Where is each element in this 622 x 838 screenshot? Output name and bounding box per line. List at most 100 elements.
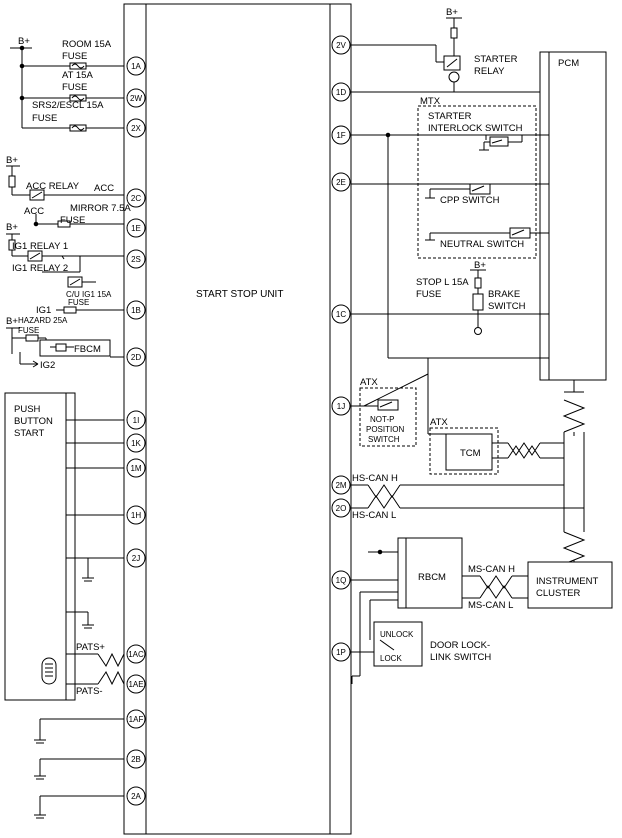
bplus-label-2: B+ (6, 155, 18, 166)
left-pin-circle-2a (126, 786, 146, 806)
right-pin-circle-2v (331, 35, 351, 55)
stop-fuse-word: FUSE (416, 289, 441, 300)
left-pin-label-1e: 1E (131, 224, 141, 233)
pcm-box (539, 51, 607, 381)
right-pin-circle-1c (331, 304, 351, 324)
acc-relay-label: ACC RELAY (26, 181, 80, 192)
left-pin-circle-2c (126, 188, 146, 208)
left-pin-label-2j: 2J (132, 554, 140, 563)
starter-relay-label-2: RELAY (474, 66, 505, 77)
bplus-label-4: B+ (6, 316, 18, 327)
not-p-switch-symbol (377, 399, 399, 411)
instrument-cluster-label-1: INSTRUMENT (536, 576, 598, 587)
left-pin-label-1k: 1K (131, 439, 141, 448)
left-pin-label-1i: 1I (133, 416, 140, 425)
acc-label: ACC (24, 206, 44, 217)
left-pin-circle-2x (126, 118, 146, 138)
atx-tcm-area (429, 427, 499, 475)
door-lock-label-1: DOOR LOCK- (430, 640, 490, 651)
left-pin-circle-1m (126, 458, 146, 478)
room-fuse-word: FUSE (62, 51, 87, 62)
door-lock-switch-box (373, 621, 423, 667)
instrument-cluster-box (527, 561, 613, 609)
mirror-fuse-label: MIRROR 7.5A (70, 203, 131, 214)
right-pin-label-2e: 2E (336, 178, 346, 187)
right-pin-label-2o: 2O (336, 504, 347, 513)
ig1-label: IG1 (36, 305, 51, 316)
starter-interlock-label-1: STARTER (428, 111, 472, 122)
left-pin-circle-1a (126, 56, 146, 76)
right-pin-label-1c: 1C (336, 310, 346, 319)
hs-can-l-label: HS-CAN L (352, 510, 396, 521)
ms-can-h-label: MS-CAN H (468, 564, 515, 575)
lock-label: LOCK (380, 654, 402, 663)
left-pin-label-1a: 1A (131, 62, 141, 71)
atx-not-p-area (359, 387, 417, 447)
not-p-label-1: NOT-P (370, 415, 394, 424)
right-pin-circle-1d (331, 82, 351, 102)
door-lock-label-2: LINK SWITCH (430, 652, 491, 663)
left-pin-label-1h: 1H (131, 511, 141, 520)
hazard-fuse-symbol (25, 334, 39, 342)
ig1-relay-2-label: IG1 RELAY 2 (12, 263, 68, 274)
right-pin-circle-1f (331, 125, 351, 145)
left-pin-circle-1k (126, 433, 146, 453)
left-pin-label-2d: 2D (131, 353, 141, 362)
start-stop-unit-outline (123, 3, 352, 835)
right-pin-circle-2o (331, 498, 351, 518)
acc-out-label: ACC (94, 183, 114, 194)
left-pin-label-2c: 2C (131, 194, 141, 203)
left-pin-circle-1ac (126, 644, 146, 664)
right-pin-label-1p: 1P (336, 648, 346, 657)
unlock-label: UNLOCK (380, 630, 414, 639)
right-pin-circle-1j (331, 396, 351, 416)
right-pin-label-1f: 1F (336, 131, 345, 140)
srs-fuse-label: SRS2/ESCL 15A (32, 100, 104, 111)
right-pin-circle-1q (331, 570, 351, 590)
pats-minus-label: PATS- (76, 686, 103, 697)
atx-label-2: ATX (430, 417, 448, 428)
pats-coil (41, 657, 57, 685)
right-pin-circle-2m (331, 475, 351, 495)
left-pin-circle-2d (126, 347, 146, 367)
ig1-fuse-symbol (63, 306, 77, 314)
right-pin-circle-2e (331, 172, 351, 192)
room-fuse-label: ROOM 15A (62, 39, 112, 50)
at-fuse-word: FUSE (62, 82, 87, 93)
starter-motor-symbol (448, 71, 460, 83)
left-pin-label-2b: 2B (131, 755, 141, 764)
cpp-switch-label: CPP SWITCH (440, 195, 500, 206)
cu-ig1-fuse-label: C/U IG1 15A (66, 290, 112, 299)
start-stop-unit-label: START STOP UNIT (196, 289, 283, 300)
atx-label-1: ATX (360, 377, 378, 388)
left-pin-circle-1i (126, 410, 146, 430)
srs-fuse-word: FUSE (32, 113, 57, 124)
left-pin-label-2x: 2X (131, 124, 141, 133)
left-pin-circle-1b (126, 300, 146, 320)
left-pin-circle-2b (126, 749, 146, 769)
left-pin-circle-2s (126, 249, 146, 269)
mirror-fuse-word: FUSE (60, 215, 85, 226)
hazard-fuse-label: HAZARD 25A (18, 316, 68, 325)
not-p-label-3: SWITCH (368, 435, 400, 444)
left-pin-circle-1e (126, 218, 146, 238)
pats-plus-label: PATS+ (76, 642, 105, 653)
left-pin-label-1m: 1M (130, 464, 141, 473)
instrument-cluster-label-2: CLUSTER (536, 588, 580, 599)
brake-switch-symbol (472, 293, 484, 311)
pcm-label: PCM (558, 58, 579, 69)
stop-fuse-label: STOP L 15A (416, 277, 469, 288)
neutral-switch-label: NEUTRAL SWITCH (440, 239, 524, 250)
push-label-2: BUTTON (14, 416, 53, 427)
mtx-label: MTX (420, 96, 441, 107)
tcm-box (445, 433, 493, 471)
hazard-fuse-word: FUSE (18, 326, 39, 335)
brake-switch-label-2: SWITCH (488, 301, 526, 312)
brake-switch-label-1: BRAKE (488, 289, 520, 300)
left-pin-label-1b: 1B (131, 306, 141, 315)
right-pin-label-1d: 1D (336, 88, 346, 97)
left-pin-circle-1h (126, 505, 146, 525)
rbcm-box (397, 537, 463, 609)
